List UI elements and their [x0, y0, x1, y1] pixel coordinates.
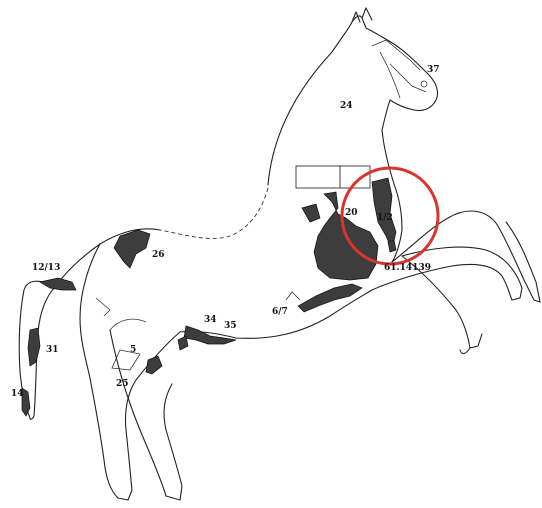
label-14: 14 — [11, 389, 24, 399]
label-26: 26 — [152, 250, 165, 260]
label-41-14139: 61.14139 — [384, 263, 431, 273]
label-1-2: 1/2 — [377, 213, 393, 223]
label-24: 24 — [340, 101, 353, 111]
labels: 37 24 20 1/2 26 12/13 61.14139 6/7 34 35… — [11, 65, 440, 399]
label-6-7: 6/7 — [272, 307, 288, 317]
label-34: 34 — [204, 315, 217, 325]
patch-31 — [28, 328, 40, 366]
patch-25 — [146, 356, 162, 374]
label-25: 25 — [116, 379, 129, 389]
patch-hind-small — [178, 336, 188, 350]
patch-12-13 — [40, 278, 76, 290]
patch-neck-small — [388, 240, 396, 252]
patch-6-7 — [298, 284, 362, 312]
label-12-13: 12/13 — [32, 263, 60, 273]
label-5: 5 — [130, 345, 136, 355]
label-35: 35 — [224, 321, 237, 331]
horse-outline — [19, 8, 540, 500]
label-37: 37 — [427, 65, 440, 75]
label-31: 31 — [46, 345, 59, 355]
label-20: 20 — [345, 208, 358, 218]
damage-patches — [22, 178, 396, 416]
patch-20b — [302, 204, 320, 222]
patch-26 — [114, 230, 150, 268]
